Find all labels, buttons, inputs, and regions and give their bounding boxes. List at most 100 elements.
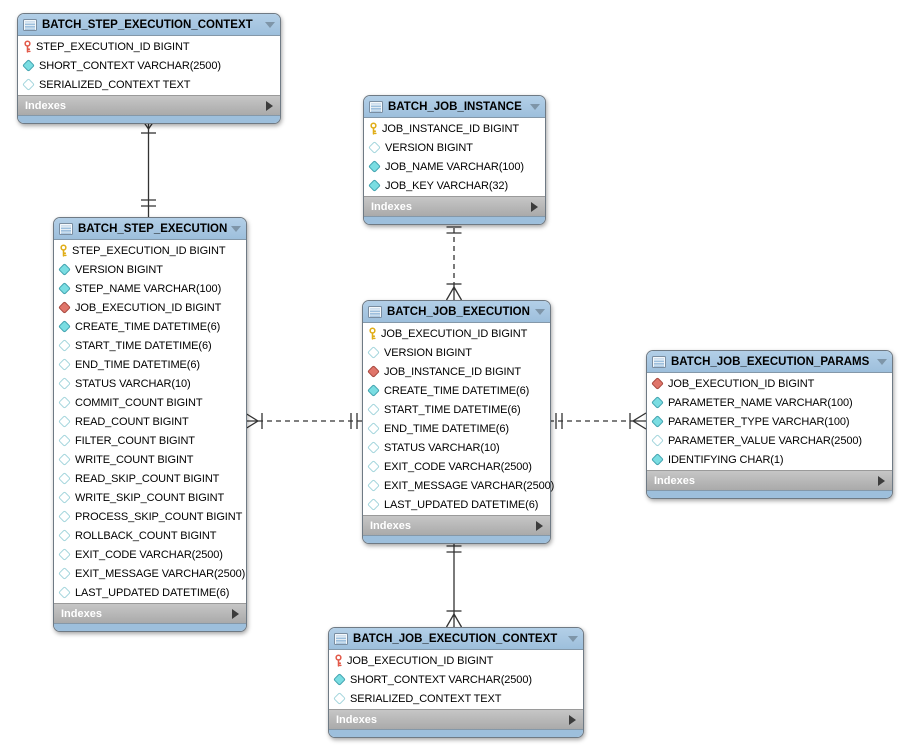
not-null-column-icon [651, 453, 664, 466]
column-row[interactable]: PROCESS_SKIP_COUNT BIGINT [54, 507, 246, 526]
column-row[interactable]: JOB_NAME VARCHAR(100) [364, 157, 545, 176]
nullable-column-icon [58, 377, 71, 390]
column-label: LAST_UPDATED DATETIME(6) [75, 586, 230, 599]
column-row[interactable]: END_TIME DATETIME(6) [54, 355, 246, 374]
column-row[interactable]: START_TIME DATETIME(6) [54, 336, 246, 355]
column-row[interactable]: START_TIME DATETIME(6) [363, 400, 550, 419]
indexes-bar[interactable]: Indexes [363, 515, 550, 535]
relationship-stepexecution-jobexecution[interactable] [244, 412, 362, 430]
column-row[interactable]: JOB_EXECUTION_ID BIGINT [363, 324, 550, 343]
collapse-arrow-icon[interactable] [231, 225, 241, 232]
table-header[interactable]: BATCH_STEP_EXECUTION_CONTEXT [18, 14, 280, 36]
expand-indexes-icon[interactable] [569, 714, 576, 725]
column-row[interactable]: LAST_UPDATED DATETIME(6) [54, 583, 246, 602]
relationship-jobexecution-params[interactable] [549, 412, 647, 430]
table-header[interactable]: BATCH_STEP_EXECUTION [54, 218, 246, 240]
collapse-arrow-icon[interactable] [265, 21, 275, 28]
table-title: BATCH_STEP_EXECUTION [78, 222, 227, 235]
table-footer-strip [363, 535, 550, 543]
nullable-column-icon [58, 415, 71, 428]
column-row[interactable]: STATUS VARCHAR(10) [363, 438, 550, 457]
column-row[interactable]: STEP_EXECUTION_ID BIGINT [54, 241, 246, 260]
column-row[interactable]: VERSION BIGINT [54, 260, 246, 279]
column-row[interactable]: JOB_EXECUTION_ID BIGINT [647, 374, 892, 393]
column-row[interactable]: READ_SKIP_COUNT BIGINT [54, 469, 246, 488]
column-row[interactable]: CREATE_TIME DATETIME(6) [54, 317, 246, 336]
column-row[interactable]: JOB_EXECUTION_ID BIGINT [329, 651, 583, 670]
column-row[interactable]: SERIALIZED_CONTEXT TEXT [18, 75, 280, 94]
table-batch-job-instance[interactable]: BATCH_JOB_INSTANCE JOB_INSTANCE_ID BIGIN… [363, 95, 546, 225]
column-list: STEP_EXECUTION_ID BIGINT VERSION BIGINT … [54, 240, 246, 603]
nullable-column-icon [367, 346, 380, 359]
column-row[interactable]: EXIT_CODE VARCHAR(2500) [363, 457, 550, 476]
table-batch-job-execution-params[interactable]: BATCH_JOB_EXECUTION_PARAMS JOB_EXECUTION… [646, 350, 893, 499]
column-row[interactable]: EXIT_MESSAGE VARCHAR(2500) [363, 476, 554, 495]
indexes-bar[interactable]: Indexes [364, 196, 545, 216]
column-row[interactable]: JOB_EXECUTION_ID BIGINT [54, 298, 246, 317]
column-row[interactable]: READ_COUNT BIGINT [54, 412, 246, 431]
column-label: EXIT_MESSAGE VARCHAR(2500) [384, 479, 555, 492]
expand-indexes-icon[interactable] [536, 520, 543, 531]
column-row[interactable]: SERIALIZED_CONTEXT TEXT [329, 689, 583, 708]
column-label: SERIALIZED_CONTEXT TEXT [39, 78, 191, 91]
column-label: VERSION BIGINT [75, 263, 163, 276]
expand-indexes-icon[interactable] [232, 608, 239, 619]
table-header[interactable]: BATCH_JOB_INSTANCE [364, 96, 545, 118]
collapse-arrow-icon[interactable] [530, 103, 540, 110]
column-row[interactable]: LAST_UPDATED DATETIME(6) [363, 495, 550, 514]
expand-indexes-icon[interactable] [878, 475, 885, 486]
column-label: ROLLBACK_COUNT BIGINT [75, 529, 217, 542]
column-row[interactable]: SHORT_CONTEXT VARCHAR(2500) [18, 56, 280, 75]
table-batch-job-execution[interactable]: BATCH_JOB_EXECUTION JOB_EXECUTION_ID BIG… [362, 300, 554, 544]
column-row[interactable]: STATUS VARCHAR(10) [54, 374, 246, 393]
column-row[interactable]: VERSION BIGINT [363, 343, 550, 362]
column-row[interactable]: EXIT_CODE VARCHAR(2500) [54, 545, 246, 564]
collapse-arrow-icon[interactable] [535, 308, 545, 315]
indexes-bar[interactable]: Indexes [54, 603, 246, 623]
column-label: PARAMETER_TYPE VARCHAR(100) [668, 415, 850, 428]
table-header[interactable]: BATCH_JOB_EXECUTION_CONTEXT [329, 628, 583, 650]
indexes-bar[interactable]: Indexes [18, 95, 280, 115]
table-batch-step-execution[interactable]: BATCH_STEP_EXECUTION STEP_EXECUTION_ID B… [53, 217, 247, 632]
column-row[interactable]: STEP_NAME VARCHAR(100) [54, 279, 246, 298]
relationship-jobinstance-jobexecution[interactable] [445, 219, 463, 301]
column-row[interactable]: COMMIT_COUNT BIGINT [54, 393, 246, 412]
column-label: VERSION BIGINT [384, 346, 472, 359]
table-footer-strip [647, 490, 892, 498]
column-label: CREATE_TIME DATETIME(6) [75, 320, 221, 333]
column-row[interactable]: FILTER_COUNT BIGINT [54, 431, 246, 450]
not-null-column-icon [367, 384, 380, 397]
column-row[interactable]: PARAMETER_NAME VARCHAR(100) [647, 393, 892, 412]
relationship-jobexecution-jobcontext[interactable] [445, 538, 463, 628]
column-row[interactable]: IDENTIFYING CHAR(1) [647, 450, 892, 469]
column-row[interactable]: JOB_KEY VARCHAR(32) [364, 176, 545, 195]
column-row[interactable]: END_TIME DATETIME(6) [363, 419, 550, 438]
column-row[interactable]: JOB_INSTANCE_ID BIGINT [364, 119, 545, 138]
column-row[interactable]: WRITE_SKIP_COUNT BIGINT [54, 488, 246, 507]
expand-indexes-icon[interactable] [531, 201, 538, 212]
column-row[interactable]: PARAMETER_VALUE VARCHAR(2500) [647, 431, 892, 450]
collapse-arrow-icon[interactable] [568, 635, 578, 642]
table-header[interactable]: BATCH_JOB_EXECUTION [363, 301, 550, 323]
relationship-stepcontext-stepexecution[interactable] [140, 117, 157, 217]
column-row[interactable]: STEP_EXECUTION_ID BIGINT [18, 37, 280, 56]
column-row[interactable]: WRITE_COUNT BIGINT [54, 450, 246, 469]
table-batch-job-execution-context[interactable]: BATCH_JOB_EXECUTION_CONTEXT JOB_EXECUTIO… [328, 627, 584, 738]
column-row[interactable]: SHORT_CONTEXT VARCHAR(2500) [329, 670, 583, 689]
indexes-bar[interactable]: Indexes [329, 709, 583, 729]
table-batch-step-execution-context[interactable]: BATCH_STEP_EXECUTION_CONTEXT STEP_EXECUT… [17, 13, 281, 124]
collapse-arrow-icon[interactable] [877, 358, 887, 365]
indexes-bar[interactable]: Indexes [647, 470, 892, 490]
table-header[interactable]: BATCH_JOB_EXECUTION_PARAMS [647, 351, 892, 373]
column-row[interactable]: ROLLBACK_COUNT BIGINT [54, 526, 246, 545]
nullable-column-icon [58, 472, 71, 485]
expand-indexes-icon[interactable] [266, 100, 273, 111]
column-label: START_TIME DATETIME(6) [75, 339, 212, 352]
column-label: READ_COUNT BIGINT [75, 415, 189, 428]
column-row[interactable]: VERSION BIGINT [364, 138, 545, 157]
column-row[interactable]: JOB_INSTANCE_ID BIGINT [363, 362, 550, 381]
column-row[interactable]: EXIT_MESSAGE VARCHAR(2500) [54, 564, 246, 583]
column-row[interactable]: CREATE_TIME DATETIME(6) [363, 381, 550, 400]
column-row[interactable]: PARAMETER_TYPE VARCHAR(100) [647, 412, 892, 431]
